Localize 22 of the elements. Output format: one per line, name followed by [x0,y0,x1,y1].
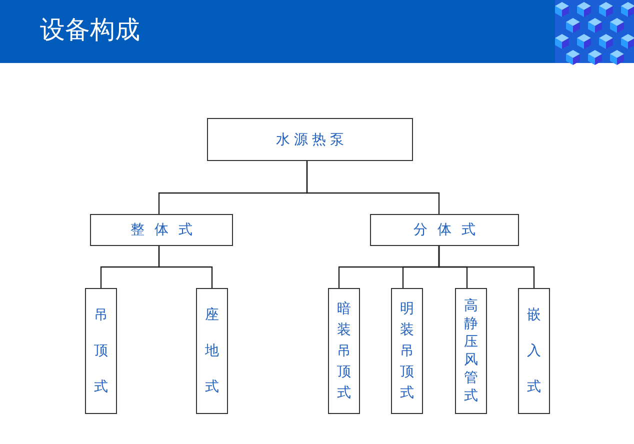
category-box [370,214,519,246]
category-label: 嵌入式 [527,306,541,397]
category-label: 座地式 [205,306,219,397]
category-box [207,118,413,161]
category-label: 分体式 [414,222,486,238]
category-label: 吊顶式 [94,306,108,397]
category-box [391,288,423,414]
category-box [328,288,360,414]
slide-title: 设备构成 [40,14,140,46]
category-box [455,288,487,414]
category-label: 高静压风管式 [464,297,478,405]
connector-line [438,246,535,288]
category-label: 整体式 [130,222,202,238]
category-label: 明装吊顶式 [400,300,414,402]
category-label: 水源热泵 [276,132,348,148]
category-box [85,288,117,414]
connector-line [306,161,440,214]
connector-line [158,246,213,288]
category-box [90,214,233,246]
category-box [196,288,228,414]
category-label: 暗装吊顶式 [337,300,351,402]
category-box [518,288,550,414]
